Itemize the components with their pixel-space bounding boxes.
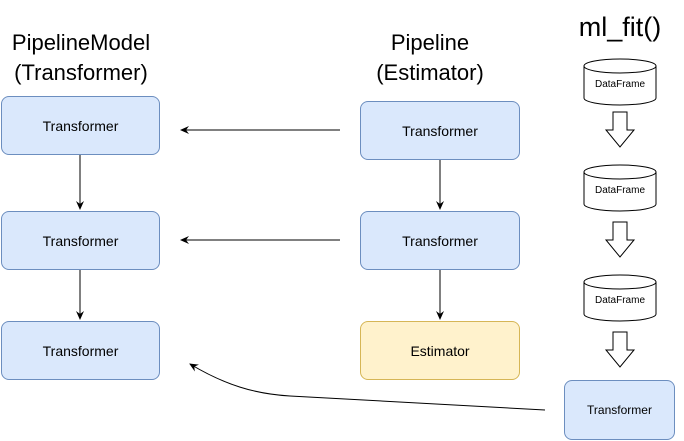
database-icon	[583, 58, 657, 106]
model-transformer-3-label: Transformer	[42, 342, 119, 359]
pipeline-transformer-1-label: Transformer	[402, 122, 478, 139]
mlfit-result-transformer-label: Transformer	[587, 403, 652, 417]
pipeline-heading: Pipeline (Estimator)	[340, 28, 520, 88]
pipeline-model-title: PipelineModel	[11, 30, 151, 55]
pipeline-transformer-2: Transformer	[360, 211, 520, 270]
model-transformer-3: Transformer	[1, 321, 160, 380]
pipeline-title: Pipeline	[390, 30, 470, 55]
database-icon	[583, 164, 657, 212]
mlfit-result-transformer: Transformer	[564, 380, 675, 440]
pipeline-transformer-2-label: Transformer	[402, 232, 478, 249]
hollow-down-arrow-3	[604, 331, 636, 368]
dataframe-label-1: DataFrame	[594, 79, 645, 90]
hollow-down-arrow-2	[604, 221, 636, 258]
model-transformer-1-label: Transformer	[42, 117, 119, 134]
hollow-down-arrow-1	[604, 111, 636, 148]
database-icon	[583, 274, 657, 322]
pipeline-estimator: Estimator	[360, 321, 520, 380]
dataframe-label-2: DataFrame	[594, 185, 645, 196]
ml-fit-title: ml_fit()	[578, 12, 662, 42]
pipeline-estimator-label: Estimator	[410, 342, 470, 359]
model-transformer-2: Transformer	[1, 211, 160, 270]
pipeline-model-heading: PipelineModel (Transformer)	[0, 28, 162, 88]
dataframe-label-3: DataFrame	[594, 295, 645, 306]
arrow-result-to-model-3	[189, 363, 546, 411]
dataframe-cylinder-1: DataFrame	[583, 58, 657, 106]
pipeline-transformer-1: Transformer	[360, 101, 520, 160]
ml-fit-heading: ml_fit()	[565, 10, 675, 44]
model-transformer-2-label: Transformer	[42, 232, 119, 249]
pipeline-model-subtitle: (Transformer)	[14, 60, 148, 85]
dataframe-cylinder-2: DataFrame	[583, 164, 657, 212]
dataframe-cylinder-3: DataFrame	[583, 274, 657, 322]
pipeline-subtitle: (Estimator)	[376, 60, 484, 85]
model-transformer-1: Transformer	[1, 96, 160, 155]
